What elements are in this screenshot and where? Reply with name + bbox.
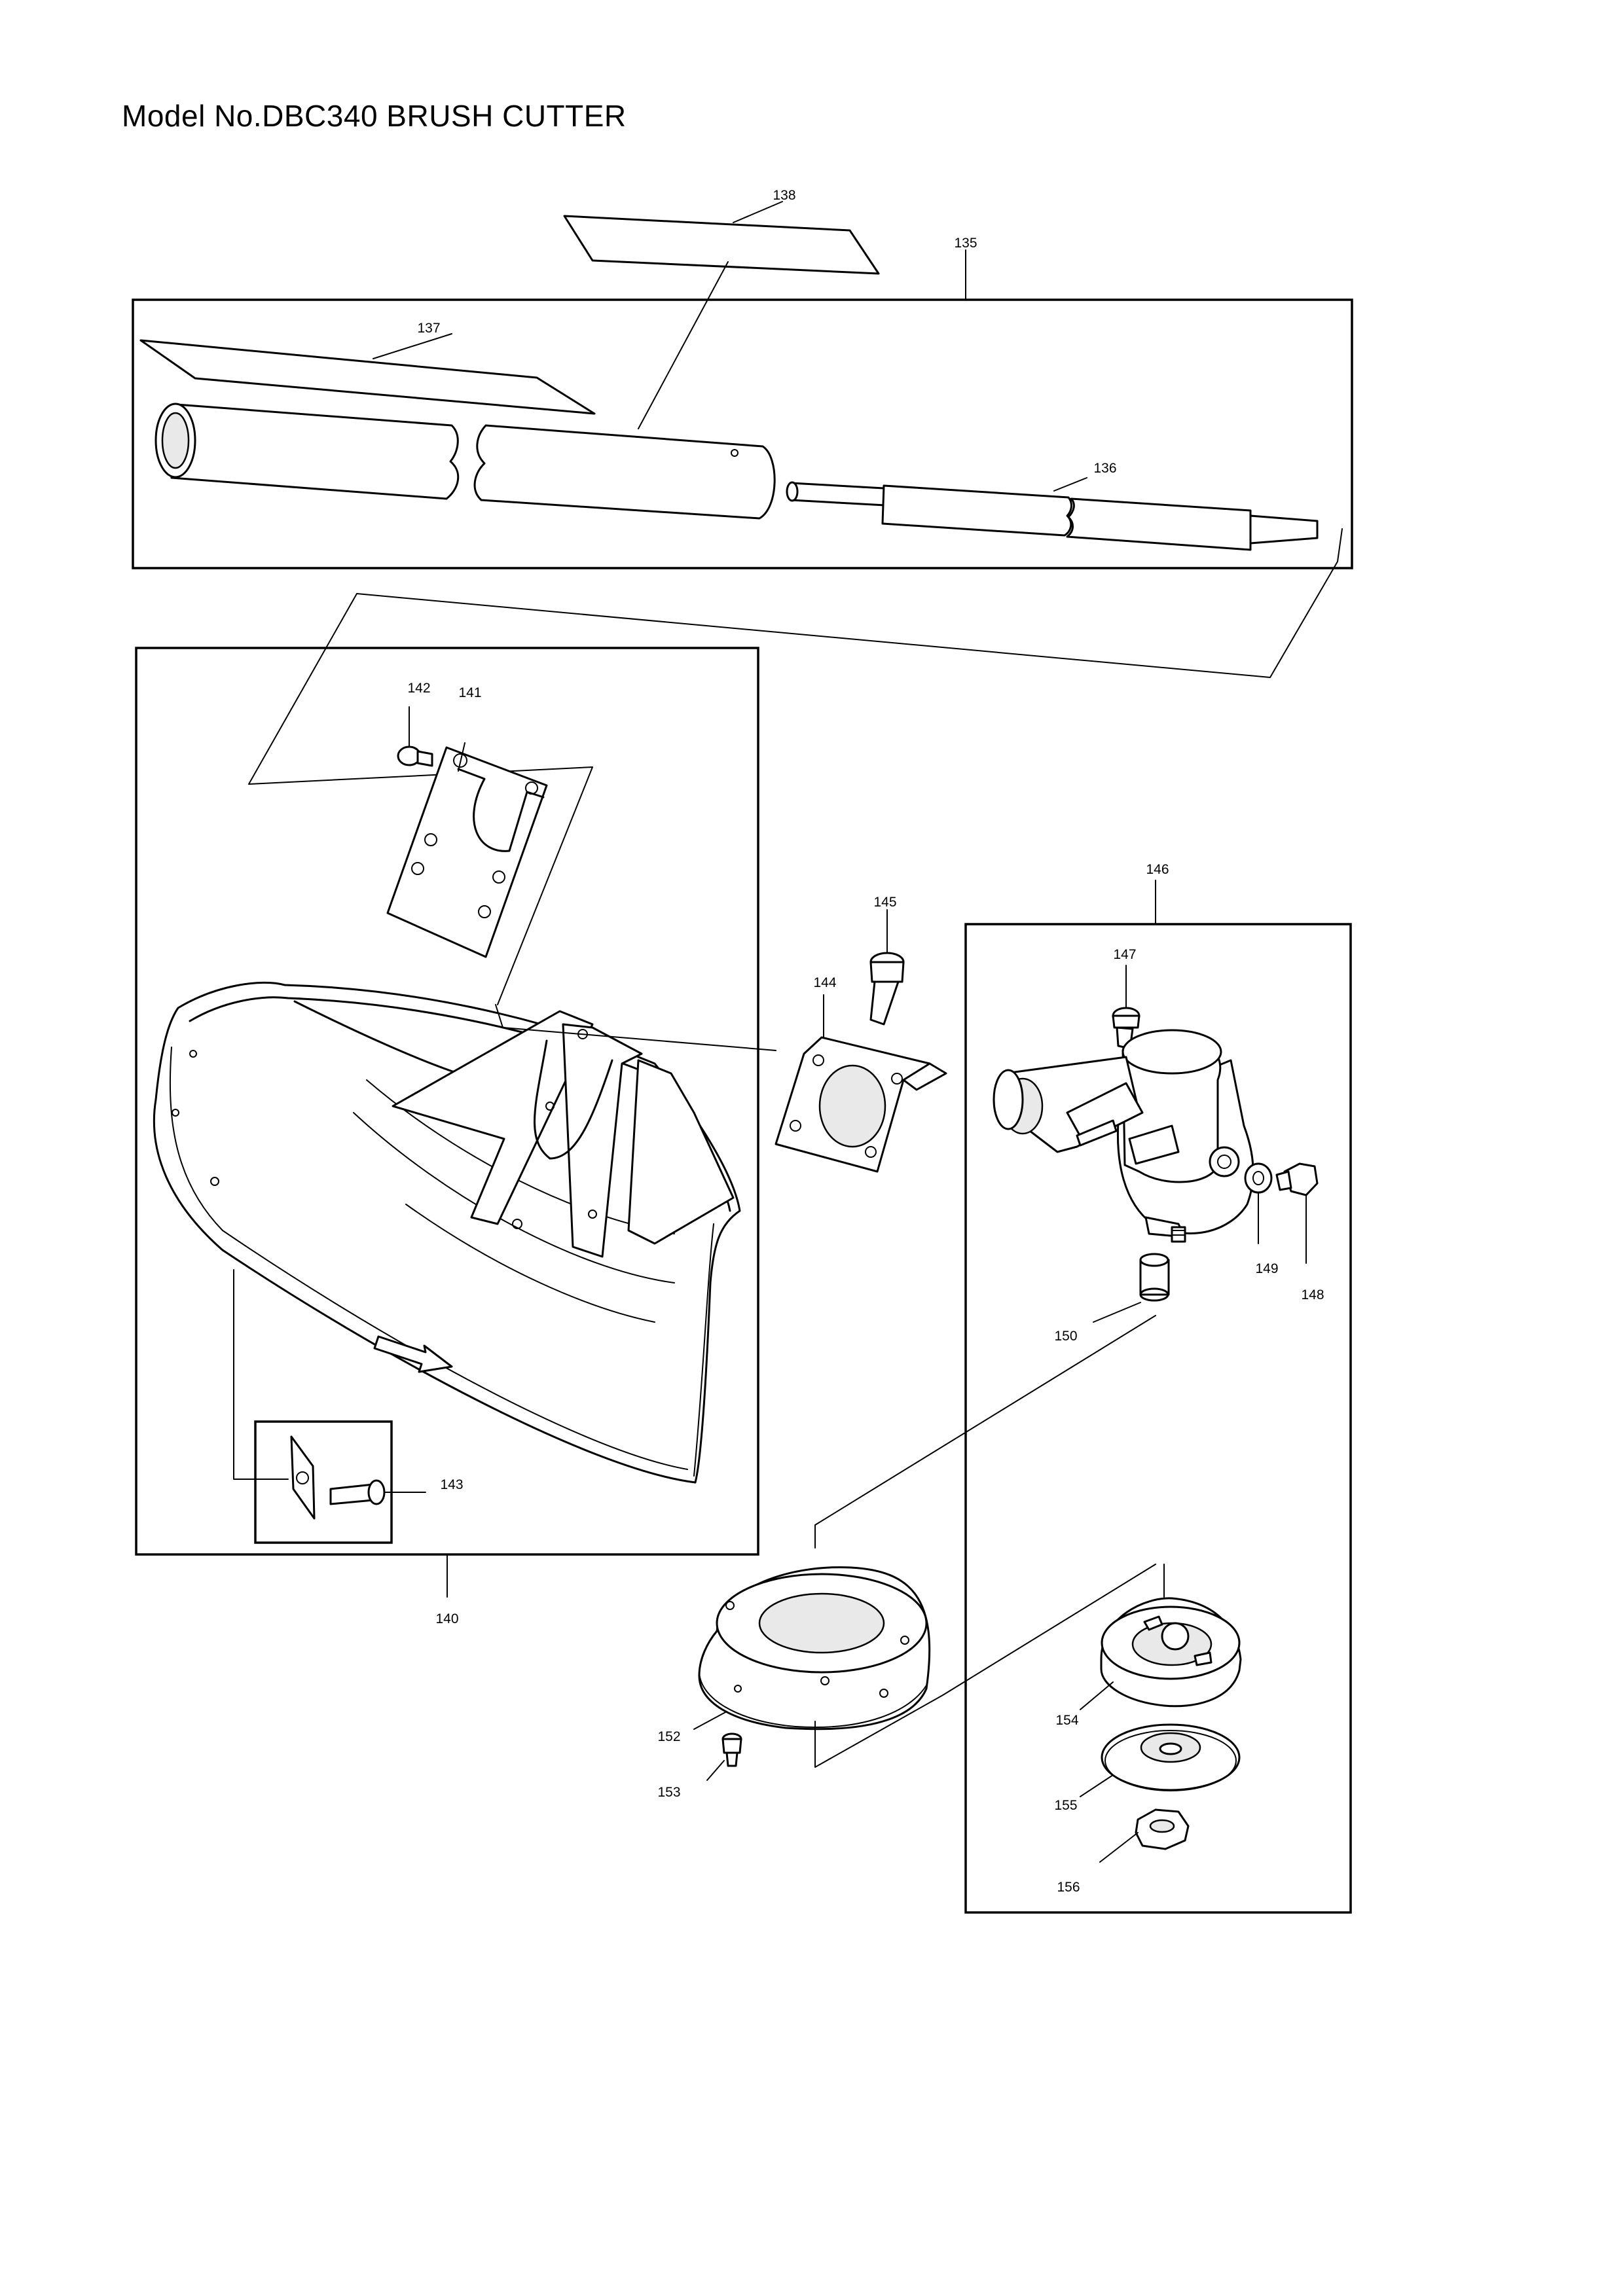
group-140-box bbox=[135, 647, 759, 1598]
label-150: 150 bbox=[1054, 1329, 1077, 1344]
part-143-screw-nut[interactable] bbox=[233, 1269, 426, 1544]
part-150-bushing[interactable] bbox=[814, 1253, 1170, 1549]
label-141: 141 bbox=[458, 685, 481, 700]
part-number-labels: 138 135 137 136 142 141 146 145 147 144 … bbox=[407, 188, 1324, 1895]
gear-head-body[interactable] bbox=[993, 1029, 1254, 1243]
shaft-tube[interactable] bbox=[155, 403, 776, 520]
label-136: 136 bbox=[1093, 461, 1116, 476]
group-146-box bbox=[964, 880, 1352, 1914]
label-143: 143 bbox=[440, 1477, 463, 1492]
page-title: Model No.DBC340 BRUSH CUTTER bbox=[122, 99, 627, 133]
part-153-screw[interactable] bbox=[706, 1732, 742, 1781]
label-155: 155 bbox=[1054, 1798, 1077, 1813]
label-145: 145 bbox=[873, 895, 896, 910]
label-149: 149 bbox=[1255, 1261, 1278, 1276]
group-135-box bbox=[132, 249, 1353, 569]
leader-frame-135-140 bbox=[248, 528, 1343, 1005]
label-144: 144 bbox=[813, 975, 836, 990]
part-156-nut[interactable] bbox=[1099, 1808, 1190, 1863]
label-148: 148 bbox=[1301, 1287, 1324, 1302]
part-155-clamp-washer[interactable] bbox=[1080, 1723, 1241, 1797]
part-141-guard-plate[interactable] bbox=[386, 742, 548, 958]
part-152-cover[interactable] bbox=[693, 1564, 1156, 1768]
part-142-screw[interactable] bbox=[397, 706, 433, 767]
label-156: 156 bbox=[1057, 1880, 1080, 1895]
label-153: 153 bbox=[657, 1785, 680, 1800]
label-146: 146 bbox=[1146, 862, 1169, 877]
part-147-screw[interactable] bbox=[1112, 965, 1140, 1050]
part-137-label-sticker[interactable] bbox=[139, 333, 596, 415]
label-140: 140 bbox=[435, 1611, 458, 1626]
part-138-label-sticker[interactable] bbox=[563, 201, 880, 429]
label-137: 137 bbox=[417, 321, 440, 336]
label-135: 135 bbox=[954, 236, 977, 251]
guard-body[interactable] bbox=[153, 981, 741, 1484]
part-154-receiving-washer[interactable] bbox=[1080, 1564, 1242, 1710]
part-149-washer[interactable] bbox=[1244, 1162, 1273, 1244]
part-145-bolt[interactable] bbox=[869, 909, 905, 1026]
label-138: 138 bbox=[773, 188, 795, 203]
part-148-plug-bolt[interactable] bbox=[1275, 1162, 1319, 1264]
part-136-drive-shaft[interactable] bbox=[786, 477, 1319, 551]
label-152: 152 bbox=[657, 1729, 680, 1744]
part-144-bracket[interactable] bbox=[495, 994, 947, 1173]
label-147: 147 bbox=[1113, 947, 1136, 962]
label-142: 142 bbox=[407, 681, 430, 696]
label-154: 154 bbox=[1055, 1713, 1078, 1728]
